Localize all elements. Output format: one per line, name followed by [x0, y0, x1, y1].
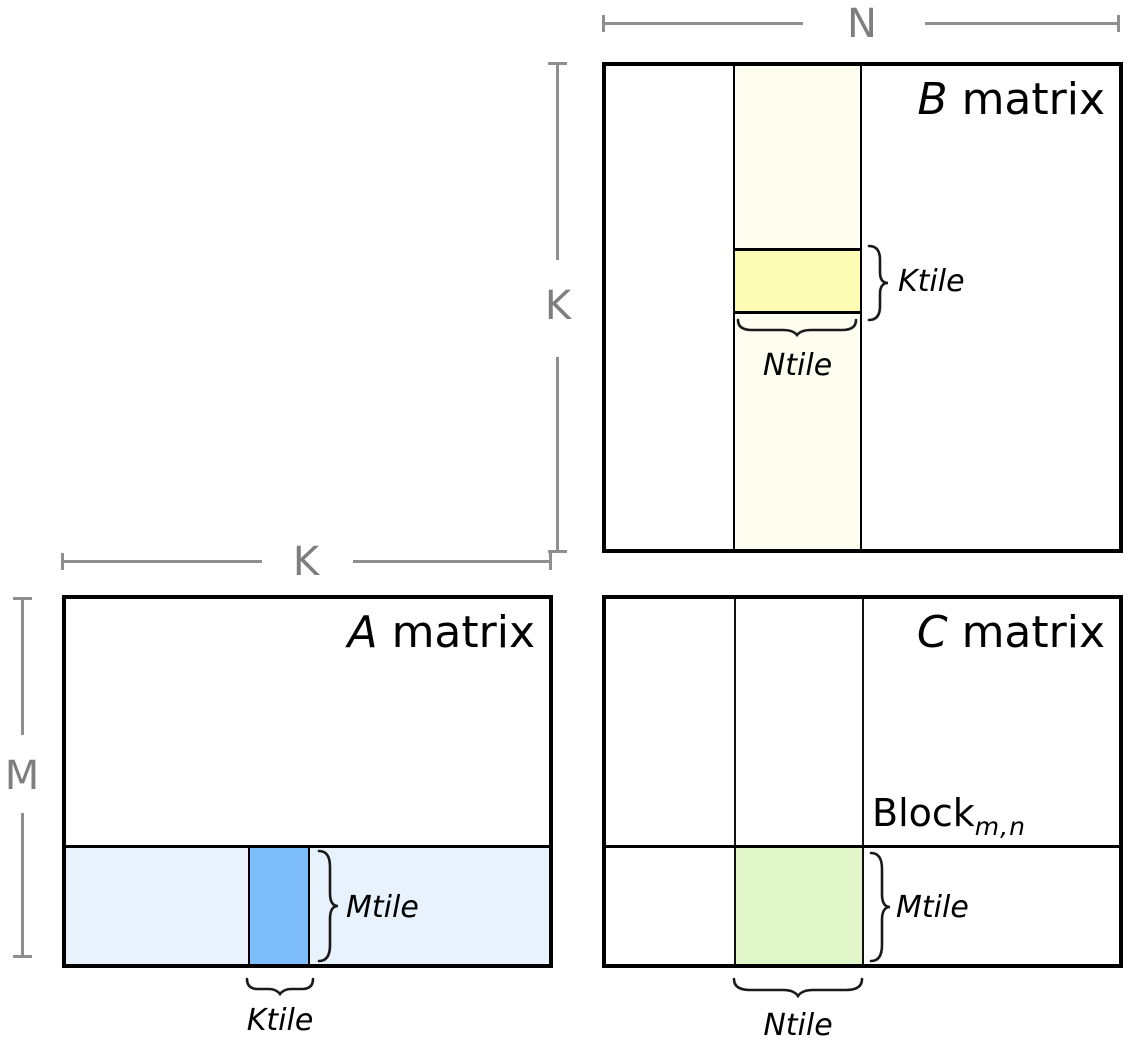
c-mtile-label: Mtile: [896, 890, 969, 925]
c-block-label: Blockm,n: [872, 791, 1026, 841]
c-matrix-title-rest: matrix: [947, 607, 1105, 658]
b-matrix-title-rest: matrix: [947, 74, 1105, 125]
n-dim-line-left: [603, 22, 803, 25]
c-matrix-column-line-right: [862, 599, 864, 964]
m-dim-tick-bottom: [13, 955, 32, 958]
k-dim-hline-left: [62, 560, 262, 563]
a-ktile-bottom-label: Ktile: [246, 1003, 314, 1038]
b-ntile-brace: [736, 318, 858, 338]
b-ktile-brace: [867, 244, 889, 322]
c-matrix-title-letter: C: [916, 607, 948, 658]
m-dim-line-bottom: [21, 813, 24, 956]
k-dim-htick-right: [549, 553, 552, 570]
m-dim-label: M: [4, 753, 40, 799]
c-matrix-column-line-left: [734, 599, 736, 964]
k-dim-hline-right: [353, 560, 551, 563]
b-ktile-label: Ktile: [898, 264, 965, 299]
m-dim-tick-top: [13, 597, 32, 600]
a-matrix-title-letter: A: [347, 607, 378, 658]
a-matrix-title: A matrix: [347, 607, 535, 658]
c-matrix-row-line: [606, 845, 1119, 848]
m-dim-line-top: [21, 600, 24, 735]
k-dim-vtick-bottom: [548, 550, 567, 553]
c-matrix-box: C matrix Blockm,n Mtile: [602, 595, 1123, 968]
k-dim-hlabel: K: [292, 539, 320, 585]
c-matrix-title: C matrix: [917, 607, 1105, 658]
a-matrix-mtile-ktile-tile: [248, 845, 310, 964]
k-dim-vline-top: [556, 64, 559, 260]
c-ntile-brace: [732, 977, 864, 999]
a-mtile-label: Mtile: [346, 890, 419, 925]
k-dim-htick-left: [61, 553, 64, 570]
b-matrix-ktile-ntile-tile: [733, 248, 862, 314]
k-dim-vtick-top: [548, 62, 567, 65]
a-matrix-title-rest: matrix: [377, 607, 535, 658]
n-dim-tick-right: [1117, 15, 1120, 32]
b-matrix-box: B matrix Ktile Ntile: [602, 62, 1123, 553]
k-dim-vline-bottom: [556, 357, 559, 551]
a-matrix-box: A matrix Mtile: [62, 595, 553, 968]
c-block-label-text: Block: [872, 791, 975, 835]
n-dim-label: N: [847, 1, 877, 47]
c-block-label-subscript: m,n: [974, 812, 1026, 841]
c-matrix-block-tile: [734, 845, 864, 964]
k-dim-vlabel: K: [544, 283, 572, 329]
a-ktile-brace: [245, 977, 315, 997]
b-matrix-title-letter: B: [917, 74, 948, 125]
b-matrix-title: B matrix: [917, 74, 1105, 125]
b-ntile-label: Ntile: [762, 348, 833, 383]
a-mtile-brace: [317, 849, 339, 963]
c-ntile-bottom-label: Ntile: [763, 1008, 833, 1043]
c-mtile-brace: [869, 851, 891, 963]
n-dim-line-right: [925, 22, 1119, 25]
n-dim-tick-left: [602, 15, 605, 32]
